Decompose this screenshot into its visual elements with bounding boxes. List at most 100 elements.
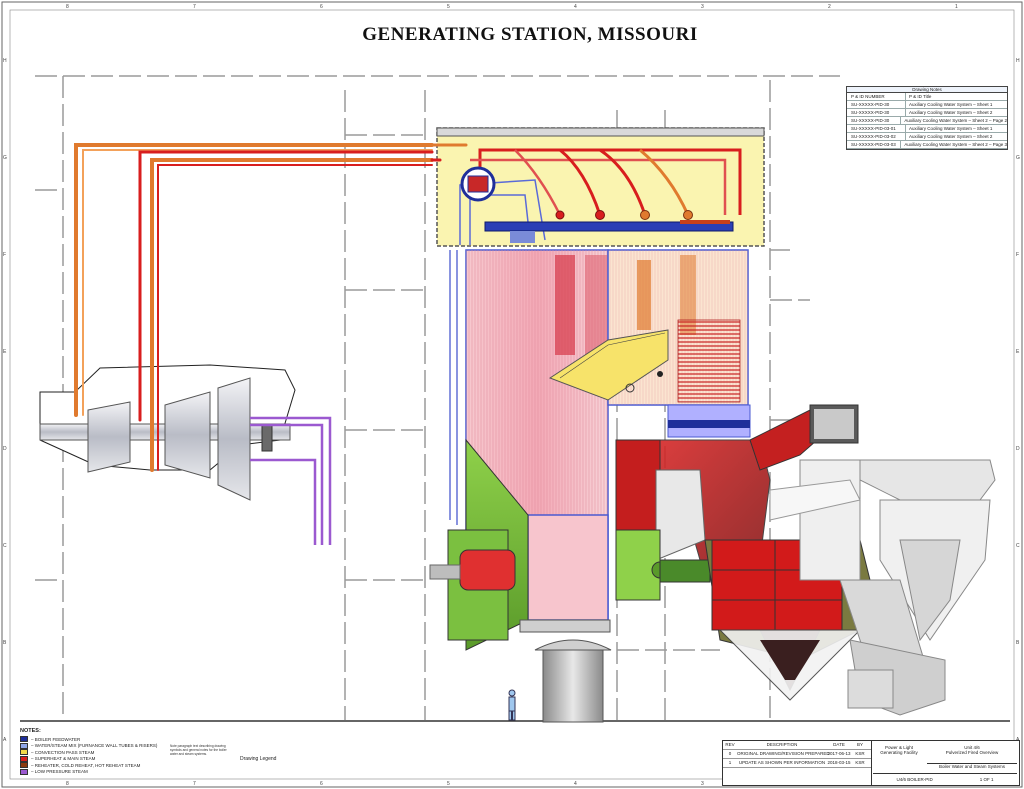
border-zone-letter: D: [1016, 446, 1020, 452]
by-header: BY: [856, 742, 863, 747]
border-zone-letter: E: [3, 349, 7, 355]
rev-date: 2018-03-15: [827, 760, 851, 765]
unit-name: Unit 4/6: [964, 745, 980, 750]
pid-number: SU-XXXXX-PID-03-03: [847, 141, 902, 148]
border-zone-number: 7: [193, 4, 196, 10]
legend-item-label: – CONVECTION PASS STEAM: [31, 749, 95, 755]
ip-turbine: [164, 391, 211, 479]
drawing-number-block: U4/6 BOILER-PID 1 OF 1: [873, 773, 1017, 785]
border-zone-letter: E: [1016, 349, 1020, 355]
border-zone-letter: G: [1016, 155, 1020, 161]
legend-swatch: [20, 736, 28, 743]
notes-title: NOTES:: [20, 728, 41, 734]
border-zone-letter: A: [3, 737, 7, 743]
border-zone-number: 4: [574, 781, 577, 787]
border-zone-letter: B: [3, 640, 7, 646]
date-header: DATE: [833, 742, 845, 747]
feedwater-line: [449, 250, 458, 525]
border-zone-number: 3: [701, 781, 704, 787]
border-zone-letter: G: [3, 155, 7, 161]
legend-item: – REHEATER, COLD REHEAT, HOT REHEAT STEA…: [20, 762, 180, 769]
notes-legend: NOTES: – BOILER FEEDWATER– WATER/STEAM M…: [20, 728, 180, 775]
border-zone-number: 8: [66, 4, 69, 10]
steam-piping: [74, 143, 468, 472]
rev-number: 1: [728, 760, 732, 765]
superheater-panels: [555, 255, 751, 438]
drawing-index-col-headers: P & ID NUMBER P & ID Title: [847, 93, 1007, 101]
border-zone-number: 6: [320, 781, 323, 787]
border-zone-letter: H: [1016, 58, 1020, 64]
notes-items: – BOILER FEEDWATER– WATER/STEAM MIX (FUR…: [20, 736, 180, 775]
legend-swatch: [20, 762, 28, 769]
legend-item: – SUPERHEAT & MAIN STEAM: [20, 755, 180, 763]
rev-by: KSR: [855, 751, 865, 756]
legend-item: – WATER/STEAM MIX (FURNANCE WALL TUBES &…: [20, 742, 180, 750]
border-zone-number: 8: [66, 781, 69, 787]
legend-item-label: – REHEATER, COLD REHEAT, HOT REHEAT STEA…: [31, 762, 141, 768]
page-title: GENERATING STATION, MISSOURI: [362, 24, 698, 45]
border-zone-number: 3: [701, 4, 704, 10]
border-zone-number: 5: [447, 4, 450, 10]
rev-date: 2017-06-13: [827, 751, 851, 756]
legend-item-label: – LOW PRESSURE STEAM: [31, 769, 88, 775]
border-zone-number: 6: [320, 4, 323, 10]
rev-description: UPDATE AS SHOWN PER INFORMATION: [738, 760, 826, 765]
pid-title: Auxiliary Cooling Water System – Sheet 1: [909, 102, 993, 107]
pid-title: Auxiliary Cooling Water System – Sheet 2…: [904, 118, 1007, 123]
system-name: Boiler Water and Steam Systems: [927, 763, 1017, 774]
revision-header-row: REV DESCRIPTION DATE BY: [723, 741, 871, 750]
legend-swatch: [20, 749, 28, 756]
pid-number: SU-XXXXX-PID-30: [847, 101, 906, 108]
legend-item: – CONVECTION PASS STEAM: [20, 749, 180, 756]
furnace-nose: [548, 329, 669, 401]
low-pressure-piping: [250, 416, 332, 545]
pid-number: SU-XXXXX-PID-03-01: [847, 125, 906, 132]
drawing-index-table: Drawing Notes P & ID NUMBER P & ID Title…: [846, 86, 1008, 150]
burner: [459, 549, 516, 591]
unit-block: Unit 4/6 Pulverized Fired Overview: [927, 741, 1017, 763]
company-name: Power & Light: [884, 745, 913, 750]
economizer-header: [484, 221, 734, 232]
legend-item-label: – SUPERHEAT & MAIN STEAM: [31, 756, 96, 762]
legend-swatch: [20, 768, 28, 775]
pid-title: Auxiliary Cooling Water System – Sheet 2: [909, 110, 993, 115]
border-zone-letter: F: [3, 252, 6, 258]
drawing-legend-label: Drawing Legend: [240, 756, 277, 762]
pid-title: Auxiliary Cooling Water System – Sheet 2…: [904, 142, 1007, 147]
col-pid-number: P & ID NUMBER: [847, 93, 906, 100]
furnace-lower: [527, 514, 609, 621]
legend-item: – LOW PRESSURE STEAM: [20, 768, 180, 776]
legend-swatch: [20, 755, 28, 762]
rev-header: REV: [725, 742, 735, 747]
pid-number: SU-XXXXX-PID-30: [847, 117, 902, 124]
legend-swatch: [20, 742, 28, 749]
foundation-pillar: [542, 649, 604, 723]
lp-turbine: [217, 377, 251, 501]
pid-title: Auxiliary Cooling Water System – Sheet 1: [909, 126, 993, 131]
pid-title: Auxiliary Cooling Water System – Sheet 2: [909, 134, 993, 139]
precipitator: [799, 459, 996, 716]
economizer-duct: [615, 439, 661, 531]
border-zone-letter: B: [1016, 640, 1020, 646]
pid-number: SU-XXXXX-PID-03-02: [847, 133, 906, 140]
border-zone-letter: C: [3, 543, 7, 549]
company-sub: Generating Facility: [880, 750, 918, 755]
border-zone-number: 5: [447, 781, 450, 787]
border-zone-letter: H: [3, 58, 7, 64]
sheet-number: 1 OF 1: [979, 777, 994, 782]
col-pid-title: P & ID Title: [909, 94, 932, 99]
legend-item: – BOILER FEEDWATER: [20, 736, 180, 743]
company-block: Power & Light Generating Facility: [873, 741, 925, 763]
border-zone-letter: D: [3, 446, 7, 452]
